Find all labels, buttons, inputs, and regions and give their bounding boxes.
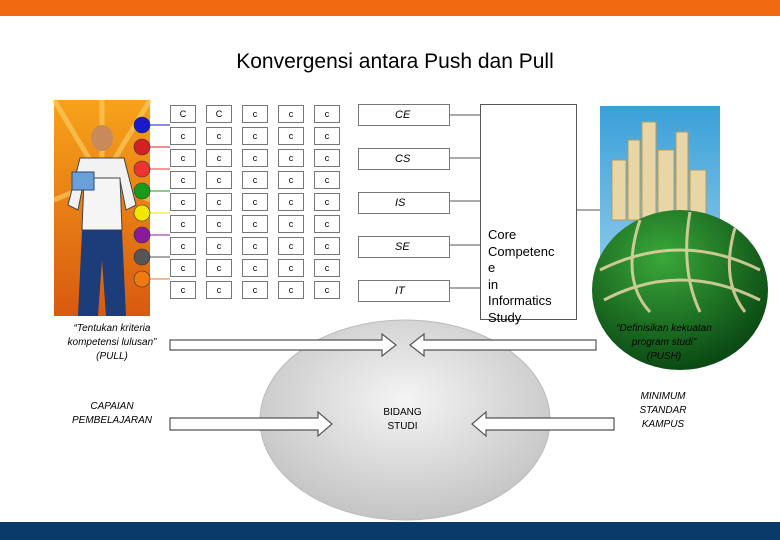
grid-cell: c xyxy=(242,215,268,233)
grid-cell: c xyxy=(278,281,304,299)
grid-cell: c xyxy=(278,149,304,167)
grid-cell: c xyxy=(314,127,340,145)
grid-cell: C xyxy=(206,105,232,123)
grid-cell: c xyxy=(314,193,340,211)
grid-cell: c xyxy=(206,193,232,211)
grid-cell: c xyxy=(242,193,268,211)
color-dot xyxy=(133,248,151,266)
grid-cell: c xyxy=(278,215,304,233)
grid-cell: c xyxy=(242,281,268,299)
grid-cell: c xyxy=(242,127,268,145)
bidang-studi-label: BIDANG STUDI xyxy=(383,407,422,432)
grid-cell: c xyxy=(170,171,196,189)
grid-cell: c xyxy=(206,215,232,233)
grid-cell: c xyxy=(170,193,196,211)
grid-cell: c xyxy=(278,171,304,189)
discipline-label-is: IS xyxy=(358,192,450,214)
grid-cell: c xyxy=(278,237,304,255)
pull-caption: “Tentukan kriteria kompetensi lulusan” (… xyxy=(67,323,157,362)
grid-cell: c xyxy=(314,105,340,123)
color-dot xyxy=(133,182,151,200)
arrows xyxy=(169,332,615,438)
minimum-arrow xyxy=(471,410,615,438)
grid-cell: c xyxy=(170,281,196,299)
grid-cell: c xyxy=(242,237,268,255)
core-connectors xyxy=(450,114,600,289)
grid-cell: c xyxy=(206,281,232,299)
color-dot xyxy=(133,204,151,222)
grid-cell: c xyxy=(314,237,340,255)
push-caption: “Definisikan kekuatan program studi” (PU… xyxy=(616,323,712,362)
grid-cell: c xyxy=(278,259,304,277)
grid-cell: c xyxy=(242,259,268,277)
grid-cell: c xyxy=(314,171,340,189)
capaian-caption: CAPAIAN PEMBELAJARAN xyxy=(71,401,153,426)
grid-cell: c xyxy=(314,149,340,167)
grid-cell: c xyxy=(242,171,268,189)
grid-cell: c xyxy=(206,127,232,145)
minimum-caption: MINIMUM STANDAR KAMPUS xyxy=(639,391,687,430)
grid-cell: c xyxy=(206,171,232,189)
discipline-label-se: SE xyxy=(358,236,450,258)
push-arrow xyxy=(409,332,597,358)
grid-cell: c xyxy=(170,259,196,277)
grid-cell: c xyxy=(170,127,196,145)
color-dot xyxy=(133,138,151,156)
grid-cell: c xyxy=(170,149,196,167)
capaian-arrow xyxy=(169,410,333,438)
grid-cell: c xyxy=(242,149,268,167)
core-competence-box xyxy=(480,104,577,320)
grid-cell: c xyxy=(206,237,232,255)
grid-cell: c xyxy=(278,193,304,211)
grid-cell: c xyxy=(170,215,196,233)
pull-arrow xyxy=(169,332,397,358)
discipline-label-cs: CS xyxy=(358,148,450,170)
color-dot xyxy=(133,226,151,244)
grid-cell: c xyxy=(278,127,304,145)
grid-cell: c xyxy=(206,149,232,167)
grid-cell: c xyxy=(170,237,196,255)
top-accent-bar xyxy=(0,0,780,16)
discipline-label-it: IT xyxy=(358,280,450,302)
color-dot xyxy=(133,270,151,288)
grid-cell: c xyxy=(278,105,304,123)
color-dot xyxy=(133,160,151,178)
grid-cell: c xyxy=(314,215,340,233)
discipline-label-ce: CE xyxy=(358,104,450,126)
slide-title: Konvergensi antara Push dan Pull xyxy=(236,50,554,73)
worker-illustration xyxy=(51,98,153,316)
color-dot xyxy=(133,116,151,134)
grid-cell: c xyxy=(206,259,232,277)
grid-cell: C xyxy=(170,105,196,123)
core-competence-text: Core Competenc e in Informatics Study xyxy=(488,227,555,325)
dot-connectors xyxy=(150,124,170,280)
grid-cell: c xyxy=(242,105,268,123)
globe-city-illustration xyxy=(592,106,768,370)
grid-cell: c xyxy=(314,281,340,299)
grid-cell: c xyxy=(314,259,340,277)
bottom-accent-bar xyxy=(0,522,780,540)
